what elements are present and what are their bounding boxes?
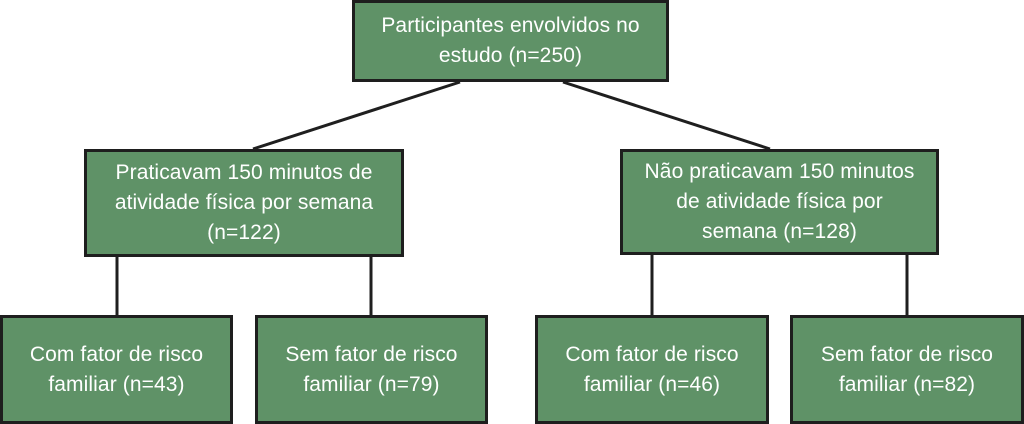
- node-right-without-risk: Sem fator de risco familiar (n=82): [790, 315, 1024, 424]
- node-right-line2: de atividade física por: [676, 190, 883, 213]
- node-right-with-risk: Com fator de risco familiar (n=46): [535, 315, 769, 424]
- node-practiced-activity: Praticavam 150 minutos de atividade físi…: [84, 149, 404, 257]
- node-lr-line2: familiar (n=79): [303, 372, 440, 396]
- node-not-practiced-activity: Não praticavam 150 minutos de atividade …: [620, 149, 939, 255]
- node-left-line3: (n=122): [207, 221, 281, 244]
- node-rl-line2: familiar (n=46): [583, 372, 721, 396]
- node-root-line2: estudo (n=250): [438, 44, 583, 67]
- node-rl-line1: Com fator de risco: [565, 342, 739, 366]
- node-ll-line2: familiar (n=43): [48, 372, 185, 396]
- node-right-line1: Não praticavam 150 minutos: [644, 160, 915, 183]
- connector-root-left: [252, 80, 461, 151]
- node-rr-line1: Sem fator de risco: [820, 342, 994, 366]
- connector-root-right: [562, 80, 771, 151]
- node-right-line3: semana (n=128): [702, 220, 857, 243]
- node-left-line2: atividade física por semana: [114, 191, 374, 214]
- node-left-with-risk: Com fator de risco familiar (n=43): [0, 315, 233, 424]
- node-lr-line1: Sem fator de risco: [285, 342, 458, 366]
- node-participants-total: Participantes envolvidos no estudo (n=25…: [352, 0, 669, 82]
- node-rr-line2: familiar (n=82): [838, 372, 976, 396]
- node-ll-line1: Com fator de risco: [29, 342, 204, 366]
- node-root-line1: Participantes envolvidos no: [381, 14, 640, 37]
- node-left-line1: Praticavam 150 minutos de: [115, 161, 373, 184]
- node-left-without-risk: Sem fator de risco familiar (n=79): [255, 315, 488, 424]
